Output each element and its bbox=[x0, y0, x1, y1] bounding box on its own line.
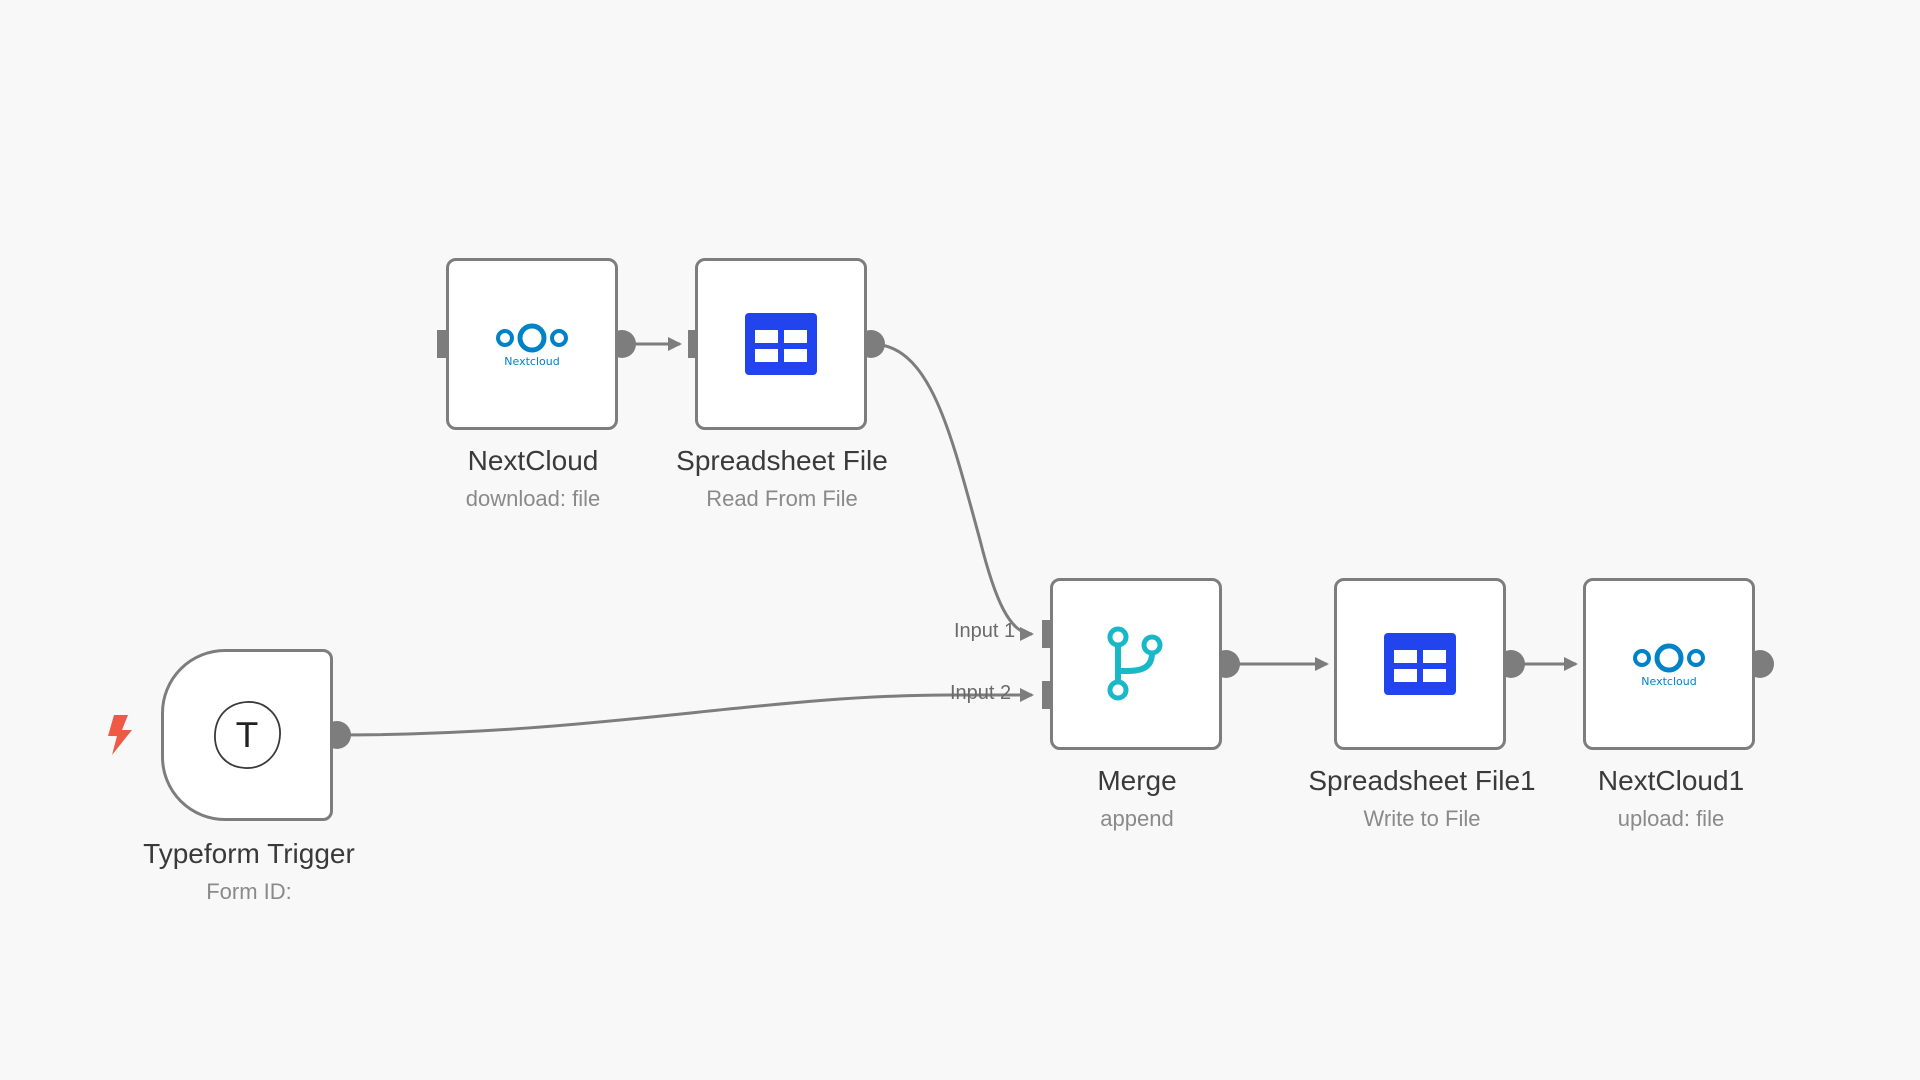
node-subtitle: download: file bbox=[465, 486, 601, 511]
node-title: NextCloud bbox=[467, 445, 599, 476]
merge-input1-label: Input 1 bbox=[954, 620, 1016, 642]
node-title: Merge bbox=[1097, 765, 1177, 796]
typeform-icon: T bbox=[209, 697, 285, 773]
nextcloud-logo-icon: Nextcloud bbox=[492, 319, 572, 369]
node-title: NextCloud1 bbox=[1597, 765, 1745, 796]
node-spreadsheet-file1-label: Spreadsheet File1 Write to File bbox=[1262, 764, 1582, 832]
node-subtitle: Form ID: bbox=[206, 879, 292, 904]
typeform-letter: T bbox=[236, 716, 258, 756]
node-nextcloud[interactable]: Nextcloud bbox=[446, 258, 618, 430]
edge-spreadsheet-to-merge-input1[interactable] bbox=[870, 342, 1034, 641]
merge-branch-icon bbox=[1101, 624, 1171, 704]
node-nextcloud1[interactable]: Nextcloud bbox=[1583, 578, 1755, 750]
spreadsheet-table-icon bbox=[745, 313, 817, 375]
node-title: Typeform Trigger bbox=[143, 838, 355, 869]
node-title: Spreadsheet File1 bbox=[1308, 765, 1536, 796]
node-merge-label: Merge append bbox=[977, 764, 1297, 832]
node-subtitle: Read From File bbox=[706, 486, 858, 511]
spreadsheet-table-icon bbox=[1384, 633, 1456, 695]
merge-input2-label: Input 2 bbox=[950, 682, 1012, 704]
node-subtitle: append bbox=[1100, 806, 1174, 831]
node-nextcloud-label: NextCloud download: file bbox=[373, 444, 693, 512]
node-spreadsheet-file-label: Spreadsheet File Read From File bbox=[622, 444, 942, 512]
node-nextcloud1-label: NextCloud1 upload: file bbox=[1511, 764, 1831, 832]
node-merge[interactable] bbox=[1050, 578, 1222, 750]
nextcloud-brand-text: Nextcloud bbox=[504, 355, 559, 368]
nextcloud-brand-text: Nextcloud bbox=[1641, 675, 1696, 688]
node-title: Spreadsheet File bbox=[676, 445, 888, 476]
node-subtitle: Write to File bbox=[1363, 806, 1481, 831]
nextcloud-logo-icon: Nextcloud bbox=[1629, 639, 1709, 689]
node-typeform-trigger-label: Typeform Trigger Form ID: bbox=[89, 837, 409, 905]
node-typeform-trigger[interactable]: T bbox=[161, 649, 333, 821]
node-subtitle: upload: file bbox=[1617, 806, 1725, 831]
node-spreadsheet-file[interactable] bbox=[695, 258, 867, 430]
node-spreadsheet-file1[interactable] bbox=[1334, 578, 1506, 750]
edge-typeform-to-merge-input2[interactable] bbox=[336, 688, 1034, 737]
lightning-bolt-icon bbox=[106, 714, 134, 761]
